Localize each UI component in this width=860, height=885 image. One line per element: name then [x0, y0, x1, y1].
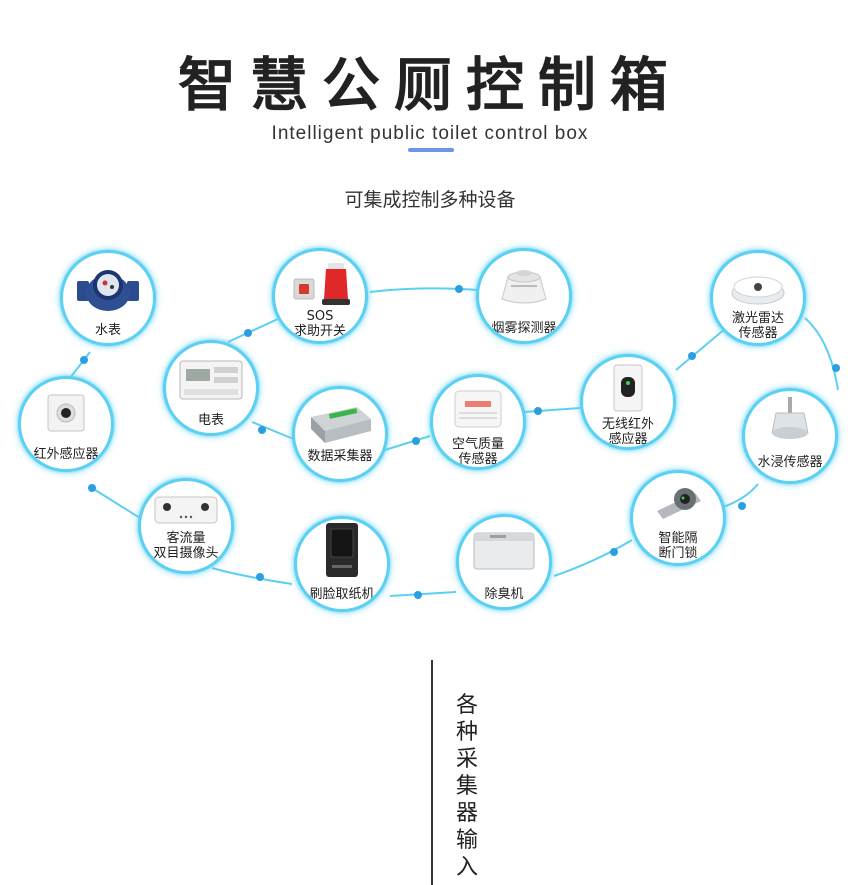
- link-lock-deodorizer: [553, 539, 633, 577]
- water-meter-icon: [77, 270, 139, 311]
- device-label: 烟雾探测器: [491, 321, 557, 336]
- link-air-wireless: [523, 407, 581, 413]
- device-stereo-camera: 客流量 双目摄像头: [138, 478, 234, 574]
- device-data-collector: 数据采集器: [292, 386, 388, 482]
- device-label: 红外感应器: [33, 447, 99, 462]
- device-label: 除臭机: [484, 587, 524, 602]
- device-water-leak-sensor: 水浸传感器: [742, 388, 838, 484]
- face-paper-dispenser-icon: [326, 523, 358, 577]
- device-label: 电表: [197, 413, 224, 428]
- data-collector-icon: [311, 407, 371, 443]
- title-underline: [408, 148, 454, 152]
- device-label: 无线红外 感应器: [601, 417, 654, 447]
- electric-meter-icon: [179, 360, 243, 400]
- device-deodorizer: 除臭机: [456, 514, 552, 610]
- device-electric-meter: 电表: [163, 340, 259, 436]
- link-lidar-waterleak: [804, 317, 839, 391]
- device-label: SOS 求助开关: [293, 309, 346, 339]
- device-label: 数据采集器: [307, 449, 373, 464]
- device-smart-lock: 智能隔 断门锁: [630, 470, 726, 566]
- water-leak-sensor-icon: [771, 397, 809, 439]
- device-lidar-sensor: 激光雷达 传感器: [710, 250, 806, 346]
- device-face-paper-dispenser: 刷脸取纸机: [294, 516, 390, 612]
- link-meter-collector: [251, 421, 297, 441]
- lidar-sensor-icon: [731, 276, 785, 305]
- stereo-camera-icon: [154, 496, 218, 524]
- device-sos-switch: SOS 求助开关: [272, 248, 368, 344]
- link-infrared-water: [69, 351, 91, 379]
- sos-alarm-icon: [293, 263, 350, 305]
- page-subtitle: Intelligent public toilet control box: [271, 123, 589, 144]
- vertical-divider: [431, 660, 433, 885]
- device-smoke-detector: 烟雾探测器: [476, 248, 572, 344]
- smoke-detector-icon: [501, 270, 547, 304]
- device-label: 智能隔 断门锁: [658, 531, 698, 561]
- air-quality-sensor-icon: [454, 390, 502, 428]
- device-label: 水浸传感器: [757, 455, 823, 470]
- device-label: 水表: [94, 323, 121, 338]
- tagline: 可集成控制多种设备: [344, 189, 516, 211]
- link-sos-smoke: [369, 287, 479, 293]
- collector-input-label: 各种采集器输入: [455, 693, 478, 880]
- link-deodorizer-face: [389, 591, 457, 597]
- device-label: 空气质量 传感器: [451, 437, 504, 467]
- device-water-meter: 水表: [60, 250, 156, 346]
- link-camera-infrared: [91, 487, 141, 519]
- link-collector-air: [384, 435, 431, 451]
- link-sos-meter: [227, 317, 281, 343]
- wireless-infrared-icon: [613, 364, 643, 412]
- deodorizer-icon: [473, 532, 535, 570]
- device-wireless-infrared: 无线红外 感应器: [580, 354, 676, 450]
- device-label: 激光雷达 传感器: [731, 311, 784, 341]
- device-infrared-sensor: 红外感应器: [18, 376, 114, 472]
- link-wireless-lidar: [675, 327, 727, 371]
- device-label: 客流量 双目摄像头: [153, 531, 219, 561]
- smart-lock-icon: [657, 488, 701, 519]
- link-face-camera: [211, 567, 293, 585]
- page-title: 智慧公厕控制箱: [177, 51, 682, 119]
- device-label: 刷脸取纸机: [309, 587, 375, 602]
- device-air-quality-sensor: 空气质量 传感器: [430, 374, 526, 470]
- infrared-sensor-icon: [47, 394, 85, 432]
